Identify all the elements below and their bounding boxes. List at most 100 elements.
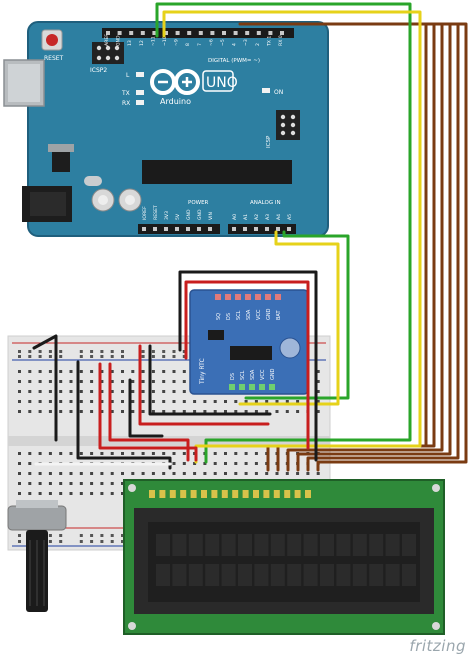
breadboard-hole	[172, 370, 176, 373]
breadboard-hole	[48, 380, 52, 383]
breadboard-hole	[18, 492, 21, 495]
rtc-title: Tiny RTC	[199, 358, 206, 385]
led-rx	[136, 100, 144, 105]
lcd-cell	[270, 564, 285, 586]
breadboard-hole	[90, 410, 94, 413]
power-pin	[186, 227, 190, 231]
lcd-cell	[369, 534, 384, 556]
breadboard-hole	[172, 380, 176, 383]
breadboard-hole	[203, 410, 207, 413]
breadboard-hole	[90, 350, 94, 353]
breadboard-hole	[213, 452, 217, 455]
breadboard-hole	[48, 370, 52, 373]
rtc-bottom-pin-label: SDA	[250, 369, 256, 380]
breadboard-hole	[316, 380, 320, 383]
breadboard-hole	[110, 472, 114, 475]
power-pin-label: IOREF	[142, 206, 148, 220]
breadboard-hole	[38, 492, 42, 495]
lcd-pin	[253, 490, 259, 498]
breadboard-hole	[18, 400, 21, 403]
breadboard-hole	[316, 410, 320, 413]
breadboard-hole	[110, 390, 114, 393]
led-tx	[136, 90, 144, 95]
breadboard-hole	[254, 462, 258, 465]
lcd-pin	[149, 490, 155, 498]
breadboard-hole	[18, 350, 21, 353]
breadboard-hole	[38, 400, 42, 403]
breadboard-hole	[193, 462, 197, 465]
breadboard-hole	[121, 350, 124, 353]
breadboard-hole	[110, 534, 114, 537]
breadboard-hole	[59, 350, 63, 353]
breadboard-hole	[79, 350, 83, 353]
lcd-16x2	[123, 479, 445, 635]
breadboard-hole	[151, 472, 155, 475]
breadboard-hole	[38, 452, 42, 455]
breadboard-hole	[110, 355, 114, 358]
on-label: ON	[274, 89, 283, 96]
digital-pin	[210, 31, 215, 35]
lcd-cell	[303, 534, 318, 556]
breadboard-hole	[141, 452, 145, 455]
breadboard-hole	[18, 462, 21, 465]
breadboard-hole	[182, 462, 186, 465]
breadboard-hole	[100, 472, 104, 475]
pot-body	[7, 505, 67, 531]
breadboard-hole	[79, 492, 83, 495]
breadboard-hole	[38, 472, 42, 475]
rtc-top-pin	[265, 294, 271, 300]
breadboard-hole	[141, 410, 145, 413]
breadboard-hole	[18, 410, 21, 413]
lcd-cell	[385, 534, 400, 556]
breadboard-hole	[90, 380, 94, 383]
wire-black-2	[148, 344, 272, 416]
breadboard-hole	[110, 370, 114, 373]
breadboard-hole	[90, 534, 94, 537]
rtc-bottom-pin-label: VCC	[260, 369, 266, 380]
led-tx-label: TX	[121, 90, 130, 97]
digital-pin	[164, 31, 168, 35]
digital-pin	[245, 31, 250, 35]
breadboard-hole	[48, 410, 52, 413]
rtc-bottom-pin-label: SCL	[240, 370, 246, 380]
lcd-cell	[336, 564, 351, 586]
breadboard-hole	[203, 472, 207, 475]
breadboard-hole	[224, 472, 227, 475]
analog-pin-label: A5	[287, 214, 293, 220]
wire-black-pot	[32, 334, 58, 442]
breadboard-hole	[151, 380, 155, 383]
breadboard-hole	[172, 400, 176, 403]
lcd-character-cells	[156, 534, 416, 586]
breadboard-hole	[100, 452, 104, 455]
breadboard-hole	[38, 380, 42, 383]
analog-pin	[265, 227, 269, 231]
breadboard-hole	[121, 492, 124, 495]
power-pin-label: GND	[197, 209, 203, 220]
digital-pin-label: ~9	[174, 39, 180, 46]
breadboard-hole	[100, 370, 104, 373]
breadboard-hole	[162, 370, 166, 373]
rtc-bottom-pin-label: DS	[230, 373, 236, 380]
digital-pin-label: ~3	[243, 39, 249, 46]
wire-green-top	[155, 2, 412, 464]
breadboard-hole	[100, 400, 104, 403]
breadboard-hole	[254, 452, 258, 455]
breadboard-hole	[151, 410, 155, 413]
breadboard-hole	[141, 472, 145, 475]
breadboard-hole	[48, 534, 52, 537]
digital-pin	[129, 31, 134, 35]
breadboard-hole	[316, 390, 320, 393]
breadboard-hole	[48, 350, 52, 353]
breadboard-hole	[100, 482, 104, 485]
breadboard-hole	[18, 380, 21, 383]
breadboard-hole	[151, 370, 155, 373]
breadboard-hole	[100, 390, 104, 393]
breadboard-hole	[151, 350, 155, 353]
breadboard-hole	[254, 472, 258, 475]
breadboard-hole	[182, 410, 186, 413]
breadboard-hole	[90, 472, 94, 475]
breadboard-hole	[90, 492, 94, 495]
breadboard-hole	[79, 410, 83, 413]
lcd-cell	[238, 564, 252, 586]
lcd-header-pins	[149, 490, 311, 498]
